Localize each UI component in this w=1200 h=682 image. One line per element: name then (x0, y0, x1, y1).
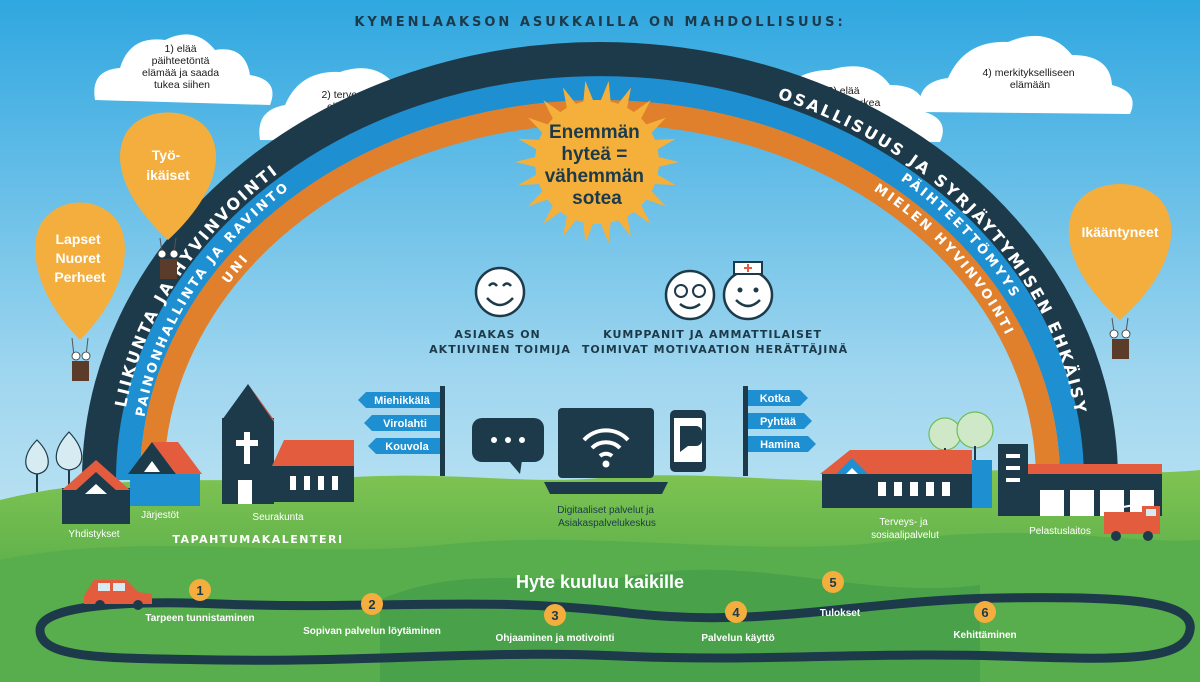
road-title: Hyte kuuluu kaikille (516, 572, 684, 592)
svg-text:Tarpeen tunnistaminen: Tarpeen tunnistaminen (145, 613, 254, 624)
sun-ray (518, 173, 542, 186)
sun-ray (616, 214, 632, 237)
label-health: Terveys- ja sosiaalipalvelut (871, 517, 939, 541)
balloon-elderly-text: Ikääntyneet (1081, 224, 1158, 240)
svg-text:Tulokset: Tulokset (820, 608, 861, 619)
car-icon (84, 580, 152, 610)
sun-disc (535, 100, 659, 224)
balloon-families: Lapset Nuoret Perheet (35, 202, 125, 381)
basket (160, 259, 177, 279)
building-seurakunta (222, 384, 354, 504)
label-jarjestot: Järjestöt (141, 510, 179, 521)
sun-ray (652, 138, 676, 151)
label-rescue: Pelastuslaitos (1029, 526, 1091, 537)
building-rescue-station (998, 444, 1162, 516)
trees-right (928, 411, 994, 464)
fire-truck-icon (1104, 503, 1160, 541)
cloud-1-text: 1) elää päihteetöntä elämää ja saada tuk… (142, 43, 222, 91)
trees-left (25, 431, 83, 492)
svg-text:1: 1 (196, 583, 203, 598)
partner-text: KUMPPANIT JA AMMATTILAISET TOIMIVAT MOTI… (582, 328, 848, 356)
digital-devices (472, 408, 706, 494)
svg-text:5: 5 (829, 575, 836, 590)
svg-text:4: 4 (732, 605, 740, 620)
balloon-working-age: Työ- ikäiset (119, 112, 217, 279)
basket (72, 361, 89, 381)
balloon-families-text: Lapset Nuoret Perheet (54, 231, 106, 285)
step-5: 5 Tulokset (820, 571, 861, 619)
signpost-left: Miehikkälä Virolahti Kouvola (358, 386, 445, 476)
cloud-4-text: 4) merkitykselliseen elämään (982, 67, 1077, 91)
step-4: 4 Palvelun käyttö (701, 601, 775, 644)
svg-text:2: 2 (368, 597, 375, 612)
building-health-services (820, 450, 992, 508)
svg-text:Palvelun käyttö: Palvelun käyttö (701, 633, 774, 644)
step-2: 2 Sopivan palvelun löytäminen (303, 593, 441, 637)
basket (1112, 339, 1129, 359)
sun-text: Enemmän hyteä = vähemmän sotea (545, 122, 650, 209)
sign-kotka: Kotka (760, 393, 791, 405)
sign-kouvola: Kouvola (385, 441, 429, 453)
step-3: 3 Ohjaaminen ja motivointi (496, 604, 615, 644)
sun-ray (652, 173, 676, 186)
sun-ray (562, 214, 578, 237)
svg-text:Ohjaaminen ja motivointi: Ohjaaminen ja motivointi (496, 633, 615, 644)
sun: Enemmän hyteä = vähemmän sotea (515, 80, 679, 244)
main-title: KYMENLAAKSON ASUKKAILLA ON MAHDOLLISUUS: (354, 15, 845, 30)
label-yhdistykset: Yhdistykset (68, 529, 119, 540)
cloud-1: 1) elää päihteetöntä elämää ja saada tuk… (94, 34, 273, 105)
rainbow-middle-band (116, 76, 1084, 481)
partner-faces (664, 261, 774, 321)
calendar-label: TAPAHTUMAKALENTERI (172, 533, 343, 546)
rainbow-outer-band (82, 42, 1118, 481)
sign-pyhtaa: Pyhtää (760, 416, 797, 428)
road (35, 593, 1195, 665)
sun-ray (600, 220, 611, 244)
svg-text:3: 3 (551, 608, 558, 623)
sun-ray (656, 156, 679, 168)
building-jarjestot (128, 442, 202, 506)
label-seurakunta: Seurakunta (252, 512, 304, 523)
balloon-working-age-text: Työ- ikäiset (146, 147, 190, 183)
sign-hamina: Hamina (760, 439, 801, 451)
label-digital: Digitaaliset palvelut ja Asiakaspalveluk… (557, 505, 657, 529)
sun-ray (600, 80, 611, 104)
cloud-4: 4) merkitykselliseen elämään (919, 35, 1133, 115)
svg-text:Kehittäminen: Kehittäminen (953, 630, 1016, 641)
building-yhdistykset (62, 460, 130, 524)
client-face (474, 266, 526, 318)
svg-text:6: 6 (981, 605, 988, 620)
sun-ray (616, 87, 632, 110)
wifi-icon (582, 428, 630, 468)
step-1: 1 Tarpeen tunnistaminen (145, 579, 255, 624)
svg-text:Sopivan palvelun löytäminen: Sopivan palvelun löytäminen (303, 626, 441, 637)
balloon-elderly: Ikääntyneet (1068, 184, 1172, 359)
client-text: ASIAKAS ON AKTIIVINEN TOIMIJA (429, 328, 571, 356)
signpost-right: Kotka Pyhtää Hamina (743, 386, 816, 476)
sun-ray (515, 156, 538, 168)
sun-ray (583, 220, 594, 244)
sun-ray (583, 80, 594, 104)
step-6: 6 Kehittäminen (953, 601, 1017, 641)
sun-ray (518, 138, 542, 151)
sun-ray (562, 87, 578, 110)
sign-miehikkala: Miehikkälä (374, 395, 431, 407)
sign-virolahti: Virolahti (383, 418, 427, 430)
